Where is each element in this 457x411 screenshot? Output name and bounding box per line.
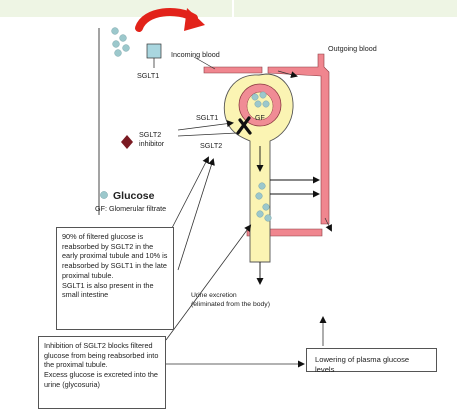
sglt2-inhibitor-label-2: inhibitor	[139, 139, 165, 148]
sglt1-intestine-text: SGLT1 is also present in the small intes…	[62, 281, 168, 300]
box-to-tubule-arrow	[166, 226, 250, 340]
sglt1-top-label: SGLT1	[137, 71, 159, 80]
legend-glucose-label: Glucose	[113, 190, 155, 202]
incoming-blood-label: Incoming blood	[171, 50, 220, 59]
curved-arrow-head-icon	[184, 8, 205, 31]
glucose-cluster-top	[112, 28, 130, 57]
gf-label: GF	[255, 115, 265, 122]
sglt2-pointer-line	[178, 133, 237, 136]
inhibition-info-box: Inhibition of SGLT2 blocks filtered gluc…	[38, 336, 166, 409]
legend-gf-label: GF: Glomerular filtrate	[95, 204, 166, 213]
sglt2-inhibitor-icon	[121, 135, 133, 149]
reabsorption-text: 90% of filtered glucose is reabsorbed by…	[62, 232, 168, 281]
reabsorption-info-box: 90% of filtered glucose is reabsorbed by…	[56, 227, 174, 330]
lowering-glucose-text: Lowering of plasma glucose levels	[315, 355, 409, 374]
sglt2-mid-label: SGLT2	[200, 141, 222, 150]
glycosuria-text: Excess glucose is excreted into the urin…	[44, 370, 160, 389]
sglt1-mid-label: SGLT1	[196, 113, 218, 122]
lowering-glucose-box: Lowering of plasma glucose levels	[306, 348, 437, 372]
sglt2-inhibitor-label-1: SGLT2	[139, 130, 161, 139]
sglt1-pointer-line	[178, 123, 232, 130]
sglt1-transporter-box	[147, 44, 161, 58]
urine-excretion-label: Urine excretion	[191, 292, 237, 299]
legend-glucose-icon	[100, 191, 107, 198]
outgoing-blood-label: Outgoing blood	[328, 44, 377, 53]
box-to-sglt2-arrow-b	[178, 160, 213, 270]
urine-excretion-note: (eliminated from the body)	[191, 301, 270, 308]
inhibition-text: Inhibition of SGLT2 blocks filtered gluc…	[44, 341, 160, 370]
